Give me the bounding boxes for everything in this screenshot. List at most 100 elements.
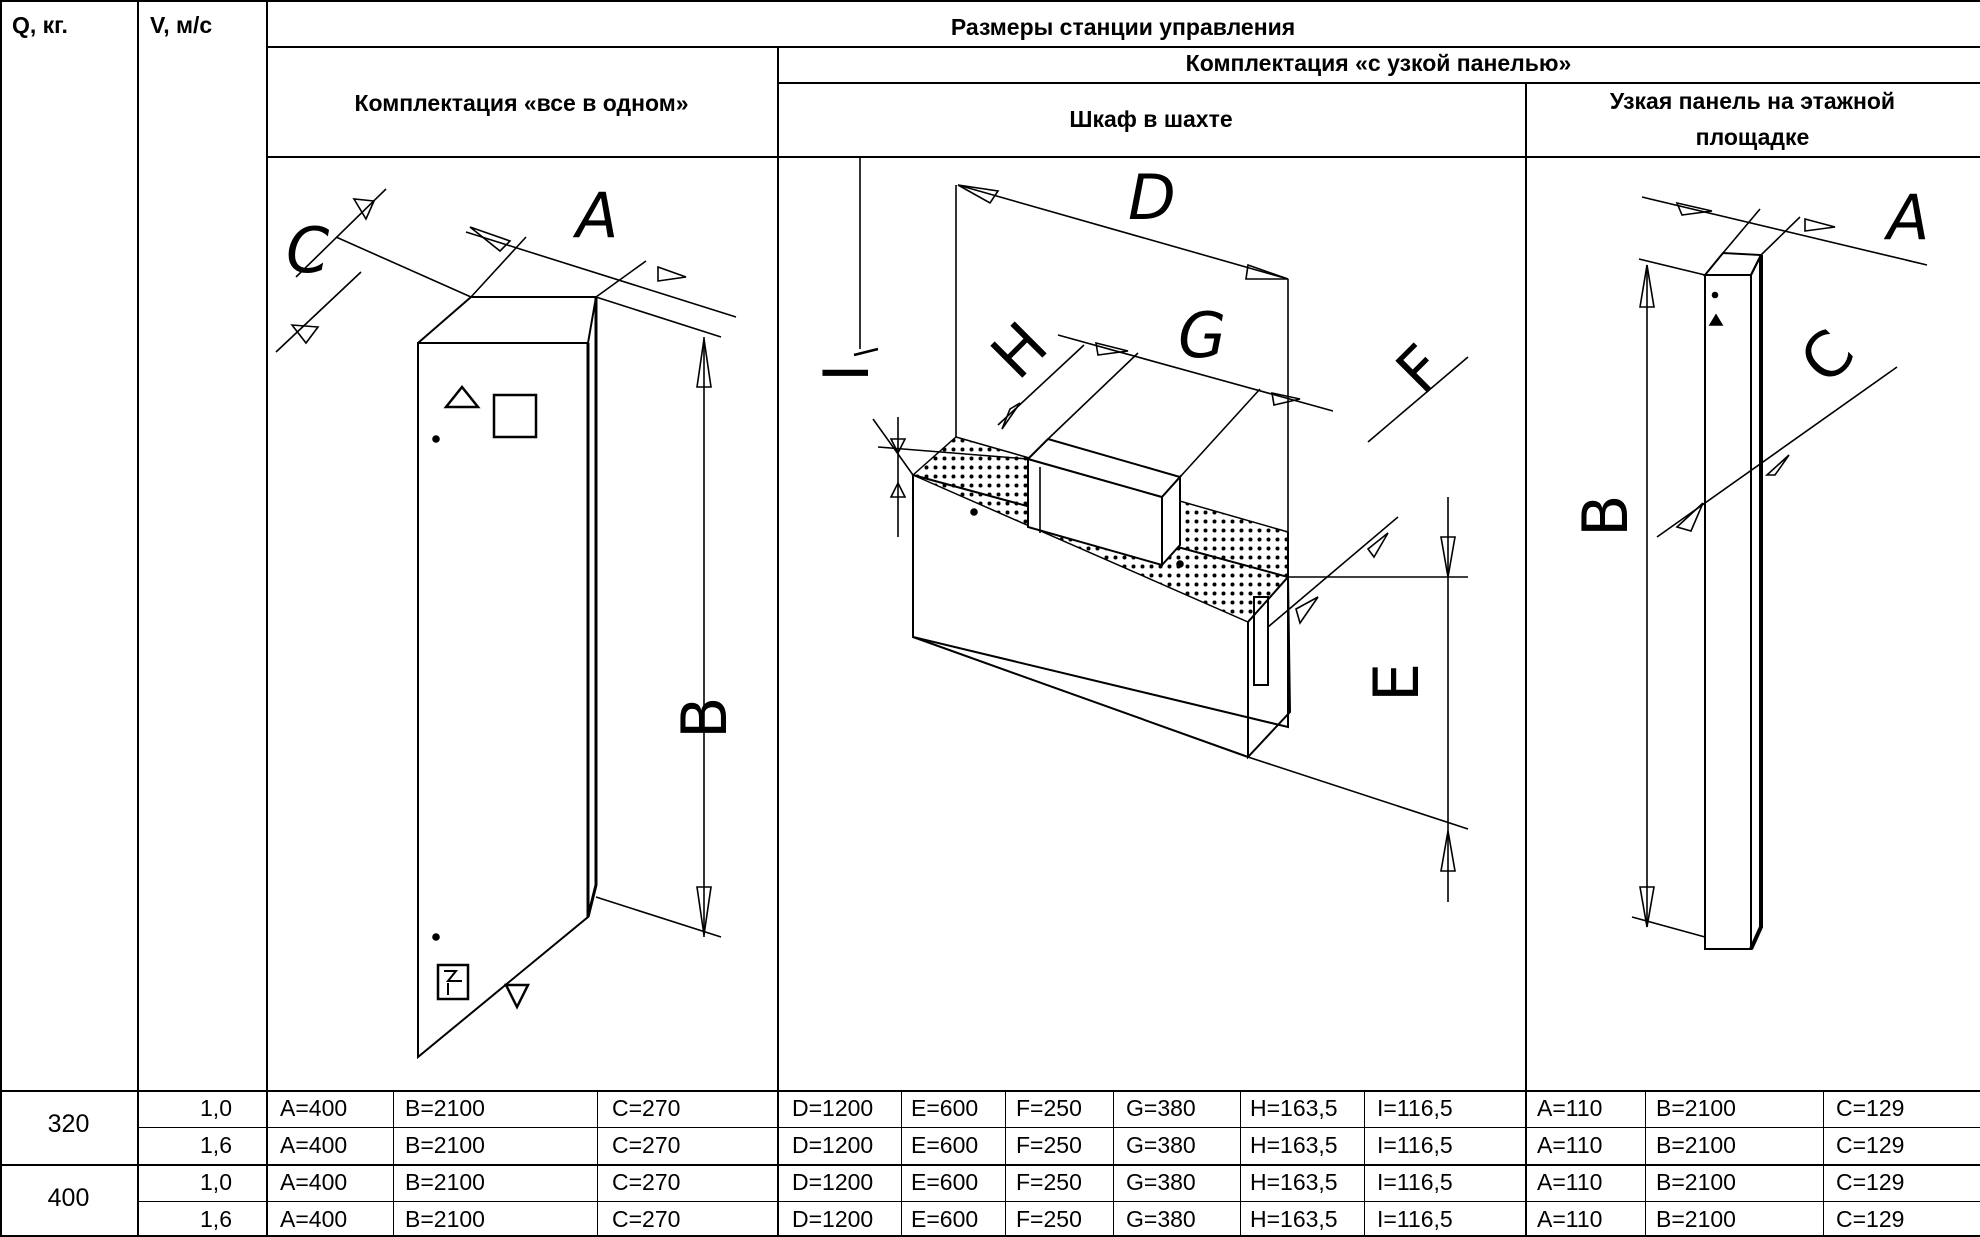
grid-h-drawings [0,1090,1980,1092]
cell-na: A=110 [1537,1206,1603,1232]
header-cabinet-in-shaft: Шкаф в шахте [1069,106,1233,132]
cell-d: D=1200 [792,1169,874,1195]
label-g: G [1178,299,1226,372]
table-row: 1,6 A=400 B=2100 C=270 D=1200 E=600 F=25… [0,1202,1980,1236]
cell-h: H=163,5 [1250,1095,1338,1121]
cell-e: E=600 [911,1095,979,1121]
header-v: V, м/с [150,12,213,38]
grid-v-data-c [597,1090,598,1237]
cell-a: A=400 [280,1169,348,1195]
cell-h: H=163,5 [1250,1206,1338,1232]
all-in-one-cabinet-drawing: A C B [266,157,777,1090]
q-value-400: 400 [47,1184,90,1212]
label-i: I [810,364,883,382]
header-all-in-one: Комплектация «все в одном» [354,90,689,116]
grid-h-row2 [137,1127,1980,1128]
grid-h-title [266,46,1980,48]
cell-f: F=250 [1016,1095,1082,1121]
cell-a: A=400 [280,1095,348,1121]
cell-c: C=270 [612,1095,681,1121]
cell-nb: B=2100 [1656,1169,1736,1195]
header-narrow-panel-floor-line2: площадке [1695,124,1810,150]
grid-bottom [0,1235,1980,1237]
cell-d: D=1200 [792,1206,874,1232]
label-b-narrow: B [1569,494,1642,537]
label-f: F [1382,331,1459,408]
grid-v-cabinet [1525,82,1527,1237]
narrow-panel-drawing: A C B [1527,157,1980,1090]
cell-a: A=400 [280,1132,348,1158]
cell-nc: C=129 [1836,1132,1905,1158]
cell-d: D=1200 [792,1095,874,1121]
cell-nb: B=2100 [1656,1095,1736,1121]
grid-left [0,0,2,1237]
cell-nc: C=129 [1836,1095,1905,1121]
label-b: B [668,696,741,739]
grid-v-allinone [777,46,779,1237]
label-d: D [1128,161,1176,234]
label-a: A [572,179,618,252]
cell-g: G=380 [1126,1132,1196,1158]
table-row: 1,0 A=400 B=2100 C=270 D=1200 E=600 F=25… [0,1165,1980,1199]
cell-b: B=2100 [405,1132,485,1158]
cell-i: I=116,5 [1377,1095,1453,1121]
cell-g: G=380 [1126,1169,1196,1195]
header-narrow-panel-kit: Комплектация «с узкой панелью» [1185,50,1572,76]
table-row: 1,6 A=400 B=2100 C=270 D=1200 E=600 F=25… [0,1128,1980,1162]
cell-b: B=2100 [405,1095,485,1121]
grid-v-data-b [393,1090,394,1237]
grid-v-data-g [1113,1090,1114,1237]
cell-nb: B=2100 [1656,1206,1736,1232]
cell-na: A=110 [1537,1169,1603,1195]
cell-f: F=250 [1016,1132,1082,1158]
cabinet-in-shaft-drawing: D G H I F E [778,157,1524,1090]
grid-v-data-nc [1823,1090,1824,1237]
cell-v: 1,0 [200,1169,232,1195]
cell-e: E=600 [911,1169,979,1195]
grid-top [0,0,1980,2]
cell-e: E=600 [911,1206,979,1232]
cell-nb: B=2100 [1656,1132,1736,1158]
cell-nc: C=129 [1836,1169,1905,1195]
table-row: 1,0 A=400 B=2100 C=270 D=1200 E=600 F=25… [0,1091,1980,1125]
cell-b: B=2100 [405,1206,485,1232]
q-value-320: 320 [47,1110,90,1138]
grid-v-data-i [1364,1090,1365,1237]
grid-v-data-f [1005,1090,1006,1237]
cell-a: A=400 [280,1206,348,1232]
cell-i: I=116,5 [1377,1132,1453,1158]
grid-v-data-e [901,1090,902,1237]
cell-v: 1,6 [200,1132,232,1158]
grid-h-group [0,1164,1980,1166]
cell-d: D=1200 [792,1132,874,1158]
cell-c: C=270 [612,1206,681,1232]
cell-e: E=600 [911,1132,979,1158]
header-sizes-title: Размеры станции управления [950,14,1296,40]
cell-b: B=2100 [405,1169,485,1195]
grid-v-q [137,0,139,1237]
cell-g: G=380 [1126,1095,1196,1121]
cell-na: A=110 [1537,1095,1603,1121]
cell-h: H=163,5 [1250,1169,1338,1195]
cell-na: A=110 [1537,1132,1603,1158]
cell-v: 1,6 [200,1206,232,1232]
grid-h-narrowkit [777,82,1980,84]
label-h: H [977,308,1062,393]
label-e: E [1360,663,1433,702]
grid-h-subheads [266,156,1980,158]
cell-i: I=116,5 [1377,1169,1453,1195]
grid-v-data-nb [1645,1090,1646,1237]
label-a-narrow: A [1883,181,1929,254]
label-c-narrow: C [1786,315,1868,397]
cell-v: 1,0 [200,1095,232,1121]
cell-nc: C=129 [1836,1206,1905,1232]
cell-c: C=270 [612,1169,681,1195]
grid-v-v [266,0,268,1237]
cell-f: F=250 [1016,1169,1082,1195]
cell-c: C=270 [612,1132,681,1158]
header-q: Q, кг. [12,12,68,38]
grid-v-data-h [1240,1090,1241,1237]
cell-h: H=163,5 [1250,1132,1338,1158]
label-c: C [286,214,330,287]
grid-h-row4 [137,1201,1980,1202]
